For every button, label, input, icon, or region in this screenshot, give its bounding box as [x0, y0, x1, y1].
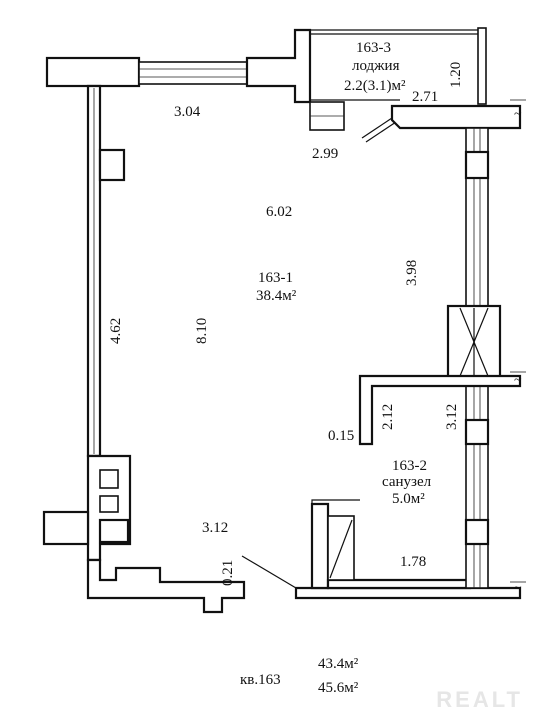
- top-window: [138, 61, 248, 85]
- shaft-1: [99, 469, 119, 489]
- dim-2-99: 2.99: [312, 146, 338, 162]
- dim-0-21: 0.21: [220, 560, 236, 586]
- dim-1-20: 1.20: [448, 62, 464, 88]
- dim-8-10: 8.10: [194, 318, 210, 344]
- loggia-door: [309, 101, 397, 143]
- loggia-name: лоджия: [352, 58, 400, 74]
- loggia-area: 2.2(3.1)м²: [344, 78, 406, 94]
- left-column: [98, 148, 126, 182]
- wall-break-mark-2: ~: [514, 581, 522, 596]
- dim-3-98: 3.98: [404, 260, 420, 286]
- bathroom-name: санузел: [382, 474, 432, 490]
- dim-2-71: 2.71: [412, 89, 438, 105]
- wall-break-mark: ~: [514, 107, 522, 122]
- right-column-with-x: [446, 304, 502, 380]
- bottom-left-protrusion: [42, 510, 90, 546]
- total-area: 45.6м²: [318, 680, 359, 696]
- dim-6-02: 6.02: [266, 204, 292, 220]
- loggia-code: 163-3: [356, 40, 391, 56]
- dim-0-15: 0.15: [328, 428, 354, 444]
- bathroom-area: 5.0м²: [392, 491, 425, 507]
- wall-break-mark-3: ~: [514, 373, 522, 388]
- shaft-2: [99, 495, 119, 513]
- dim-3-12-right: 3.12: [444, 404, 460, 430]
- bathroom-code: 163-2: [392, 458, 427, 474]
- loggia-outline: [310, 27, 487, 105]
- main-room-code: 163-1: [258, 270, 293, 286]
- bottom-left-wall: [86, 558, 246, 614]
- main-room-area: 38.4м²: [256, 288, 297, 304]
- top-left-wall-block: [45, 56, 141, 88]
- shaft-3: [98, 518, 130, 544]
- dim-3-04: 3.04: [174, 104, 201, 120]
- watermark-logo: REALT: [436, 687, 523, 712]
- dim-1-78: 1.78: [400, 554, 426, 570]
- bathroom-door: [311, 499, 360, 581]
- entrance-door: [241, 555, 297, 589]
- bathroom-partition: [358, 374, 522, 446]
- bathroom-bottom-wall: [310, 502, 330, 590]
- dim-4-62: 4.62: [108, 318, 124, 344]
- apartment-number: кв.163: [240, 672, 281, 688]
- bathroom-bottom-partition: [326, 578, 472, 590]
- bottom-right-wall: [294, 586, 522, 600]
- top-center-wall-block: [245, 28, 312, 104]
- dim-2-12: 2.12: [380, 404, 396, 430]
- living-area: 43.4м²: [318, 656, 359, 672]
- right-upper-wall-block: [390, 104, 522, 130]
- dim-3-12-bottom: 3.12: [202, 520, 228, 536]
